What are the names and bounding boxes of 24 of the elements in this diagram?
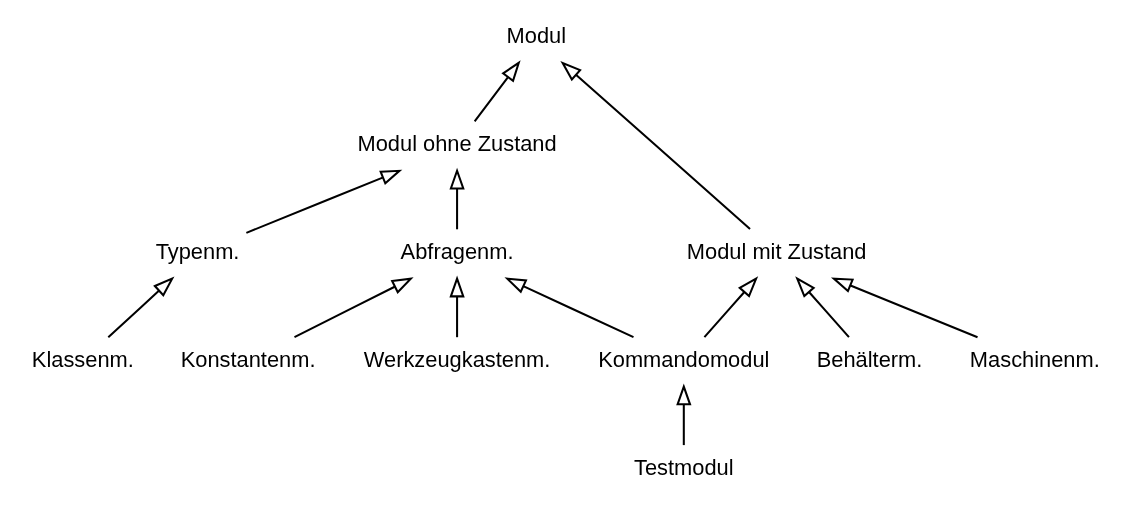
arrow — [473, 60, 521, 122]
arrow — [560, 60, 751, 230]
node-text: Modul — [506, 23, 567, 49]
node-text: Modul ohne Zustand — [357, 131, 557, 157]
node-text: Kommandomodul — [598, 347, 770, 373]
node-text: Abfragenm. — [400, 239, 514, 265]
node-text: Testmodul — [634, 455, 734, 480]
arrow — [294, 277, 414, 339]
node-text: Maschinenm. — [969, 347, 1100, 373]
arrow — [795, 276, 850, 338]
node-text: Typenm. — [155, 239, 240, 265]
node-text: Modul mit Zustand — [686, 239, 867, 265]
arrow — [504, 277, 634, 339]
arrow — [246, 169, 403, 234]
node-text: Werkzeugkastenm. — [363, 347, 551, 373]
node-text: Behälterm. — [816, 347, 923, 373]
node-text: Klassenm. — [31, 347, 134, 373]
arrow — [449, 275, 465, 338]
arrow — [703, 276, 759, 338]
arrow — [107, 276, 175, 338]
arrow — [830, 277, 978, 339]
arrow — [676, 383, 692, 446]
node-text: Konstantenm. — [180, 347, 316, 373]
arrow — [449, 167, 465, 230]
